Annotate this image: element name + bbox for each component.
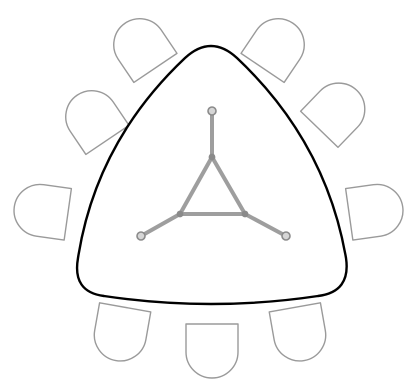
- chair-9: [269, 303, 330, 365]
- chair-outline: [301, 72, 376, 147]
- chair-3: [11, 181, 72, 240]
- frame-foot-top: [208, 107, 216, 115]
- chair-outline: [346, 181, 407, 240]
- chair-outline: [269, 303, 330, 365]
- frame-joint-top: [209, 154, 216, 161]
- chair-7: [90, 303, 151, 365]
- chair-6: [346, 181, 407, 240]
- frame-joint-left: [177, 211, 184, 218]
- chair-outline: [90, 303, 151, 365]
- table-group: [77, 46, 347, 304]
- table-top: [77, 46, 347, 304]
- frame-foot-left: [137, 232, 145, 240]
- chair-8: [186, 324, 238, 378]
- chair-outline: [186, 324, 238, 378]
- frame-joint-right: [242, 211, 249, 218]
- chair-5: [301, 72, 376, 147]
- chair-outline: [11, 181, 72, 240]
- chair-outline: [104, 9, 177, 83]
- chair-1: [104, 9, 177, 83]
- frame-foot-right: [282, 232, 290, 240]
